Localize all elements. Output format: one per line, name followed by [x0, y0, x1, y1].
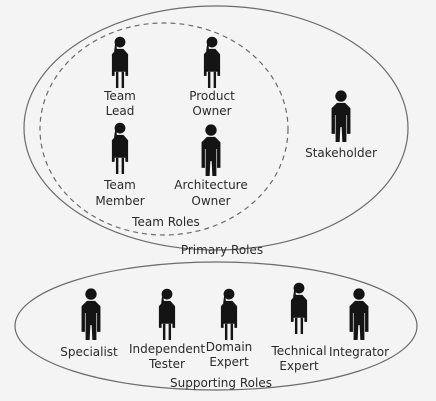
- role-stakeholder: Stakeholder: [305, 90, 377, 160]
- role-independent-tester: Independent Tester: [129, 288, 205, 371]
- role-label-line1: Independent: [129, 342, 205, 356]
- role-label-line1: Team: [103, 178, 136, 192]
- primary-roles-boundary: [23, 5, 409, 251]
- role-integrator: Integrator: [329, 288, 389, 359]
- person-woman-icon: [290, 282, 308, 334]
- role-product-owner: Product Owner: [189, 36, 235, 118]
- role-domain-expert: Domain Expert: [206, 288, 253, 369]
- person-woman-icon: [158, 288, 176, 340]
- primary-roles-label: Primary Roles: [181, 243, 263, 257]
- supporting-roles-label: Supporting Roles: [170, 376, 272, 390]
- person-man-icon: [331, 90, 351, 142]
- role-label-line1: Team: [103, 89, 136, 103]
- role-team-lead: Team Lead: [103, 36, 136, 118]
- person-man-icon: [201, 124, 221, 176]
- person-man-icon: [349, 288, 369, 340]
- team-roles-boundary: [39, 22, 289, 236]
- person-woman-icon: [203, 36, 221, 88]
- role-label-line1: Domain: [206, 340, 253, 354]
- role-label-line2: Expert: [279, 359, 319, 373]
- role-label-line2: Lead: [106, 104, 135, 118]
- role-label-line2: Owner: [191, 194, 230, 208]
- role-technical-expert: Technical Expert: [270, 282, 327, 373]
- person-man-icon: [81, 288, 101, 340]
- role-label-line2: Expert: [209, 355, 249, 369]
- role-specialist: Specialist: [60, 288, 118, 359]
- supporting-roles-boundary: [14, 261, 418, 391]
- role-label: Specialist: [60, 345, 118, 359]
- person-woman-icon: [111, 122, 129, 174]
- person-woman-icon: [220, 288, 238, 340]
- role-label-line1: Product: [189, 89, 235, 103]
- role-label-line1: Architecture: [174, 178, 247, 192]
- team-roles-label: Team Roles: [131, 215, 200, 229]
- role-label-line2: Member: [95, 194, 144, 208]
- role-label: Integrator: [329, 345, 389, 359]
- role-label-line1: Technical: [270, 344, 326, 358]
- role-label: Stakeholder: [305, 146, 377, 160]
- role-architecture-owner: Architecture Owner: [174, 124, 248, 208]
- person-woman-icon: [111, 36, 129, 88]
- role-label-line2: Owner: [192, 104, 231, 118]
- role-team-member: Team Member: [95, 122, 145, 208]
- role-label-line2: Tester: [148, 357, 185, 371]
